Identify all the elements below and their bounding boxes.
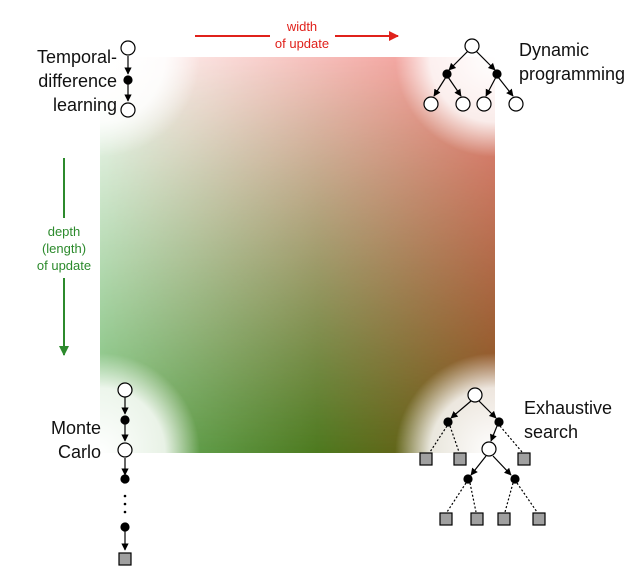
width-axis: width of update [195,19,399,51]
action-node [510,474,520,484]
label-td-line2: difference [38,71,117,91]
mc-backup-diagram [117,382,133,566]
dp-backup-diagram [423,38,524,112]
depth-axis: depth (length) of update [37,158,91,356]
action-node [120,474,130,484]
state-node [423,96,439,112]
depth-label-line2: (length) [42,241,86,256]
state-node [481,441,497,457]
label-dp-line1: Dynamic [519,40,589,60]
terminal-node [439,512,453,526]
terminal-node [532,512,546,526]
state-node [508,96,524,112]
label-es-line2: search [524,422,578,442]
state-node [467,387,483,403]
state-node [464,38,480,54]
state-node [455,96,471,112]
terminal-node [118,552,132,566]
action-node [120,415,130,425]
action-node [443,417,453,427]
ellipsis-dot [123,510,127,514]
glow-top-left [0,0,200,157]
action-node [492,69,502,79]
label-es-line1: Exhaustive [524,398,612,418]
state-node [117,442,133,458]
state-node [120,102,136,118]
glow-bottom-left [0,353,200,553]
label-td-line3: learning [53,95,117,115]
depth-label-line1: depth [48,224,81,239]
ellipsis-dot [123,502,127,506]
td-backup-diagram [120,40,136,118]
action-node [120,522,130,532]
label-mc-line2: Carlo [58,442,101,462]
action-node [123,75,133,85]
action-node [442,69,452,79]
label-td-line1: Temporal- [37,47,117,67]
corner-labels: Temporal- difference learning Dynamic pr… [37,40,625,462]
terminal-node [453,452,467,466]
es-backup-diagram [419,387,546,526]
ellipsis-dot [123,494,127,498]
action-node [463,474,473,484]
state-node [117,382,133,398]
terminal-node [470,512,484,526]
terminal-node [419,452,433,466]
depth-label-line3: of update [37,258,91,273]
action-node [494,417,504,427]
terminal-node [497,512,511,526]
label-dp-line2: programming [519,64,625,84]
width-label-line2: of update [275,36,329,51]
label-mc-line1: Monte [51,418,101,438]
terminal-node [517,452,531,466]
state-node [120,40,136,56]
width-label-line1: width [286,19,317,34]
state-node [476,96,492,112]
